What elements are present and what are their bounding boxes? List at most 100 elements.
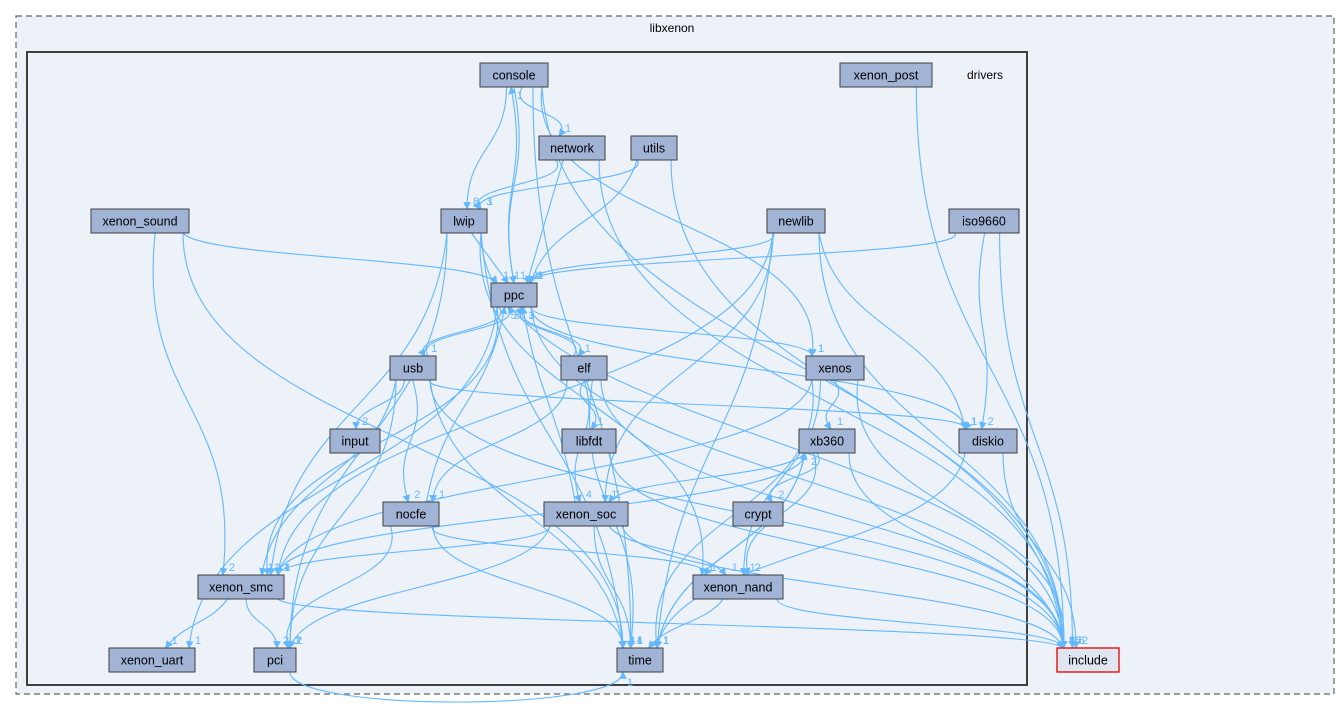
node-xenon-smc[interactable]: xenon_smc xyxy=(197,574,285,600)
node-xb360[interactable]: xb360 xyxy=(798,428,856,454)
edge-label-xb360-to-crypt: 2 xyxy=(778,489,784,501)
edge-iso9660-to-diskio xyxy=(978,232,988,430)
edge-label-pci-to-time: 1 xyxy=(627,677,633,689)
node-box-network[interactable] xyxy=(538,135,606,161)
node-time[interactable]: time xyxy=(616,647,664,673)
node-iso9660[interactable]: iso9660 xyxy=(948,208,1020,234)
edge-xenon_nand-to-time xyxy=(648,598,724,649)
node-xenon-soc[interactable]: xenon_soc xyxy=(543,501,629,527)
node-xenos[interactable]: xenos xyxy=(805,355,865,381)
edge-label-libfdt-to-include: 2 xyxy=(1069,635,1075,647)
node-xenon-uart[interactable]: xenon_uart xyxy=(108,647,196,673)
node-newlib[interactable]: newlib xyxy=(766,208,826,234)
node-box-time[interactable] xyxy=(616,647,664,673)
node-crypt[interactable]: crypt xyxy=(732,501,784,527)
node-label-iso9660: iso9660 xyxy=(962,215,1006,229)
node-label-pci: pci xyxy=(267,654,283,668)
edge-label-ppc-to-elf: 1 xyxy=(585,343,591,355)
node-box-libfdt[interactable] xyxy=(561,428,617,454)
node-ppc[interactable]: ppc xyxy=(490,282,538,308)
node-box-xenon-uart[interactable] xyxy=(108,647,196,673)
edge-network-to-include xyxy=(598,159,1067,649)
edge-xb360-to-crypt xyxy=(765,452,820,503)
edge-usb-to-time xyxy=(429,379,626,649)
node-box-include[interactable] xyxy=(1056,647,1120,673)
node-box-usb[interactable] xyxy=(389,355,437,381)
edge-label-nocfe-to-ppc: 5 xyxy=(511,310,517,322)
edge-elf-to-libfdt xyxy=(579,379,599,430)
edge-usb-to-xenon_smc xyxy=(259,379,397,576)
edge-label-usb-to-diskio: 1 xyxy=(971,416,977,428)
edge-label-nocfe-to-time: 1 xyxy=(629,635,635,647)
node-box-crypt[interactable] xyxy=(732,501,784,527)
edge-ppc-to-console xyxy=(507,86,518,284)
node-include[interactable]: include xyxy=(1056,647,1120,673)
node-xenon-post[interactable]: xenon_post xyxy=(839,62,933,88)
edge-label-console-to-xenos: 1 xyxy=(818,343,824,355)
edge-xenon_sound-to-ppc xyxy=(182,232,498,284)
node-box-xenos[interactable] xyxy=(805,355,865,381)
node-label-newlib: newlib xyxy=(778,215,813,229)
node-box-console[interactable] xyxy=(479,62,549,88)
edge-label-elf-to-xenon_soc: 4 xyxy=(586,489,592,501)
node-box-elf[interactable] xyxy=(560,355,608,381)
edge-label-xenos-to-xb360: 1 xyxy=(837,416,843,428)
node-libfdt[interactable]: libfdt xyxy=(561,428,617,454)
node-label-nocfe: nocfe xyxy=(396,508,427,522)
node-box-diskio[interactable] xyxy=(958,428,1018,454)
node-box-input[interactable] xyxy=(329,428,381,454)
edge-usb-to-diskio xyxy=(429,379,973,430)
node-box-ppc[interactable] xyxy=(490,282,538,308)
node-box-pci[interactable] xyxy=(253,647,297,673)
edge-diskio-to-time xyxy=(654,452,966,649)
edge-usb-to-input xyxy=(352,379,405,430)
node-label-xenon-smc: xenon_smc xyxy=(209,581,273,595)
node-utils[interactable]: utils xyxy=(630,135,678,161)
node-label-time: time xyxy=(628,654,652,668)
edge-label-xenon_smc-to-xenon_uart: 1 xyxy=(172,635,178,647)
node-nocfe[interactable]: nocfe xyxy=(382,501,440,527)
node-diskio[interactable]: diskio xyxy=(958,428,1018,454)
node-console[interactable]: console xyxy=(479,62,549,88)
edge-label-usb-to-xenon_smc: 1 xyxy=(268,562,274,574)
edge-label-ppc-to-xenon_uart: 1 xyxy=(195,635,201,647)
node-xenon-nand[interactable]: xenon_nand xyxy=(692,574,784,600)
node-box-iso9660[interactable] xyxy=(948,208,1020,234)
node-box-xenon-soc[interactable] xyxy=(543,501,629,527)
node-box-xb360[interactable] xyxy=(798,428,856,454)
edge-label-xb360-to-include: 1 xyxy=(1069,635,1075,647)
node-lwip[interactable]: lwip xyxy=(440,208,488,234)
edge-label-usb-to-nocfe: 2 xyxy=(414,489,420,501)
node-usb[interactable]: usb xyxy=(389,355,437,381)
edge-label-xenon_soc-to-include: 1 xyxy=(1069,635,1075,647)
node-box-nocfe[interactable] xyxy=(382,501,440,527)
node-box-xenon-nand[interactable] xyxy=(692,574,784,600)
edge-label-xenon_smc-to-include: 2 xyxy=(1069,635,1075,647)
node-box-xenon-post[interactable] xyxy=(839,62,933,88)
edge-label-nocfe-to-pci: 1 xyxy=(294,635,300,647)
node-label-xenon-sound: xenon_sound xyxy=(102,215,177,229)
edge-newlib-to-ppc xyxy=(523,232,775,284)
node-box-newlib[interactable] xyxy=(766,208,826,234)
node-input[interactable]: input xyxy=(329,428,381,454)
node-box-lwip[interactable] xyxy=(440,208,488,234)
node-box-utils[interactable] xyxy=(630,135,678,161)
node-network[interactable]: network xyxy=(538,135,606,161)
node-box-xenon-smc[interactable] xyxy=(197,574,285,600)
edge-label-xenon_nand-to-include: 3 xyxy=(1069,635,1075,647)
edge-xenos-to-include xyxy=(856,379,1068,649)
edge-network-to-ppc xyxy=(525,159,564,284)
edge-utils-to-ppc xyxy=(529,159,638,284)
edge-elf-to-nocfe xyxy=(429,379,568,503)
edge-ppc-to-xenon_smc xyxy=(263,306,499,576)
node-elf[interactable]: elf xyxy=(560,355,608,381)
node-label-xenon-uart: xenon_uart xyxy=(121,654,184,668)
edge-diskio-to-include xyxy=(1002,452,1080,649)
node-box-xenon-sound[interactable] xyxy=(90,208,190,234)
node-xenon-sound[interactable]: xenon_sound xyxy=(90,208,190,234)
node-pci[interactable]: pci xyxy=(253,647,297,673)
edge-ppc-to-usb xyxy=(417,306,502,357)
edge-label-ppc-to-console: 1 xyxy=(517,90,523,102)
